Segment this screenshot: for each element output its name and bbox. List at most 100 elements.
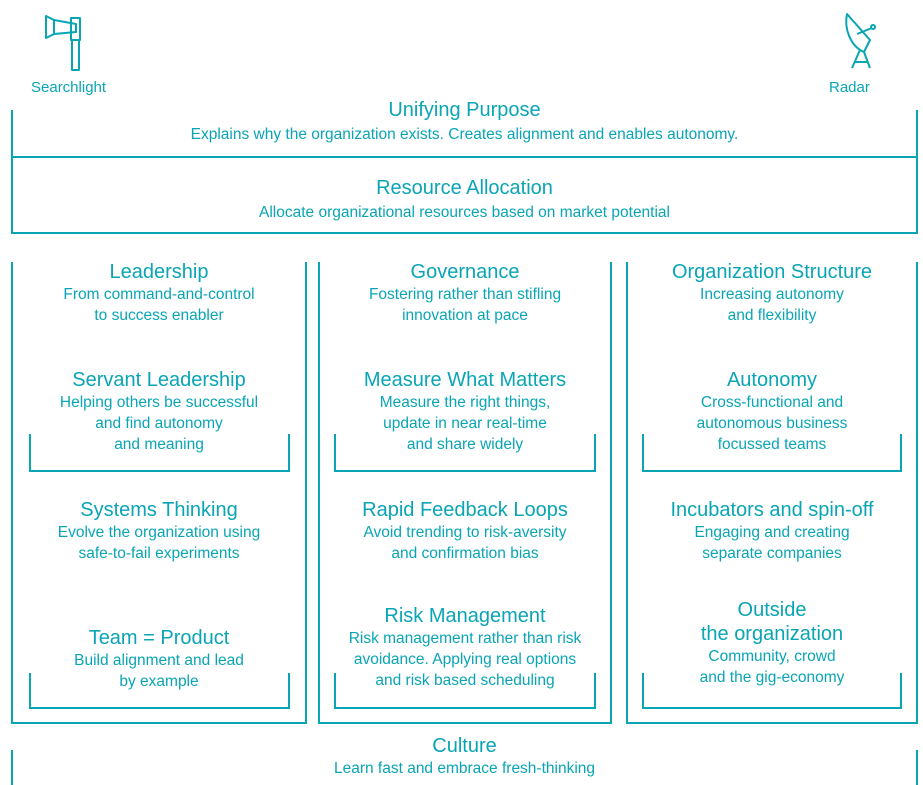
- item-desc-line: safe-to-fail experiments: [78, 545, 240, 562]
- bracket-right: [594, 673, 596, 709]
- col2-bottom-border: [318, 722, 612, 724]
- item-title: Risk Management: [384, 605, 546, 627]
- item-desc-line: From command-and-control: [63, 286, 255, 303]
- item-desc-line: Evolve the organization using: [57, 524, 261, 541]
- searchlight-icon: [42, 12, 86, 72]
- item-rapid-feedback-loops: Rapid Feedback Loops Avoid trending to r…: [320, 498, 610, 564]
- resource-allocation: Resource Allocation Allocate organizatio…: [12, 176, 917, 223]
- item-title: Governance: [410, 261, 520, 283]
- col3-left-border: [626, 262, 628, 724]
- item-desc-line: and the gig-economy: [699, 669, 845, 686]
- bracket-bottom: [642, 707, 902, 709]
- item-desc-line: update in near real-time: [383, 415, 547, 432]
- item-autonomy: Autonomy Cross-functional and autonomous…: [628, 368, 916, 455]
- bracket-left: [642, 673, 644, 709]
- item-desc-line: by example: [119, 673, 199, 690]
- item-title: Leadership: [109, 261, 209, 283]
- item-title: Incubators and spin-off: [670, 499, 874, 521]
- bracket-bottom: [29, 470, 290, 472]
- resource-left-border: [11, 156, 13, 234]
- item-measure-what-matters: Measure What Matters Measure the right t…: [320, 368, 610, 455]
- culture: Culture Learn fast and embrace fresh-thi…: [12, 734, 917, 779]
- item-risk-management: Risk Management Risk management rather t…: [320, 604, 610, 691]
- searchlight-label: Searchlight: [31, 79, 107, 96]
- item-title: Team = Product: [88, 627, 230, 649]
- item-desc-line: and risk based scheduling: [375, 672, 555, 689]
- resource-allocation-desc: Allocate organizational resources based …: [259, 204, 670, 221]
- culture-left-border: [11, 750, 13, 785]
- item-desc-line: Build alignment and lead: [74, 652, 244, 669]
- bracket-bottom: [29, 707, 290, 709]
- culture-desc: Learn fast and embrace fresh-thinking: [333, 760, 596, 777]
- bracket-left: [642, 434, 644, 472]
- item-desc-line: autonomous business: [696, 415, 848, 432]
- item-desc-line: Risk management rather than risk: [348, 630, 582, 647]
- item-title: Servant Leadership: [72, 369, 246, 391]
- item-desc-line: Helping others be successful: [59, 394, 259, 411]
- item-title: Organization Structure: [671, 261, 873, 283]
- bracket-right: [594, 434, 596, 472]
- item-governance: Governance Fostering rather than stiflin…: [320, 260, 610, 326]
- bracket-right: [288, 434, 290, 472]
- item-servant-leadership: Servant Leadership Helping others be suc…: [13, 368, 305, 455]
- item-desc-line: Increasing autonomy: [700, 286, 844, 303]
- item-title: Measure What Matters: [363, 369, 567, 391]
- purpose-left-border: [11, 110, 13, 157]
- unifying-purpose-desc: Explains why the organization exists. Cr…: [190, 126, 739, 143]
- bracket-bottom: [642, 470, 902, 472]
- item-title: Rapid Feedback Loops: [362, 499, 568, 521]
- item-desc-line: and share widely: [406, 436, 524, 453]
- item-team-product: Team = Product Build alignment and lead …: [13, 626, 305, 692]
- bracket-left: [29, 434, 31, 472]
- bracket-right: [900, 434, 902, 472]
- item-outside-organization: Outside the organization Community, crow…: [628, 598, 916, 688]
- col1-right-border: [305, 262, 307, 724]
- bracket-bottom: [334, 470, 596, 472]
- bracket-bottom: [334, 707, 596, 709]
- item-systems-thinking: Systems Thinking Evolve the organization…: [13, 498, 305, 564]
- resource-right-border: [916, 156, 918, 234]
- item-desc-line: separate companies: [702, 545, 842, 562]
- col1-left-border: [11, 262, 13, 724]
- item-title: Systems Thinking: [80, 499, 238, 521]
- bracket-left: [334, 434, 336, 472]
- item-desc-line: Measure the right things,: [379, 394, 551, 411]
- item-desc-line: and flexibility: [727, 307, 817, 324]
- col3-right-border: [916, 262, 918, 724]
- unifying-purpose: Unifying Purpose Explains why the organi…: [12, 98, 917, 145]
- item-desc-line: and meaning: [114, 436, 204, 453]
- item-desc-line: focussed teams: [717, 436, 827, 453]
- bracket-right: [288, 673, 290, 709]
- culture-right-border: [916, 750, 918, 785]
- item-desc-line: Cross-functional and: [700, 394, 844, 411]
- item-desc-line: Community, crowd: [708, 648, 836, 665]
- item-title-line2: the organization: [700, 623, 844, 645]
- item-title: Outside: [737, 599, 807, 621]
- item-incubators: Incubators and spin-off Engaging and cre…: [628, 498, 916, 564]
- resource-bottom-border: [11, 232, 918, 234]
- col2-left-border: [318, 262, 320, 724]
- item-desc-line: and find autonomy: [95, 415, 223, 432]
- col2-right-border: [610, 262, 612, 724]
- col1-bottom-border: [11, 722, 307, 724]
- bracket-right: [900, 673, 902, 709]
- item-organization-structure: Organization Structure Increasing autono…: [628, 260, 916, 326]
- resource-allocation-title: Resource Allocation: [376, 177, 553, 199]
- purpose-right-border: [916, 110, 918, 157]
- item-desc-line: Engaging and creating: [694, 524, 850, 541]
- radar-icon: [840, 12, 880, 70]
- purpose-bottom-border: [11, 156, 918, 158]
- bracket-left: [334, 673, 336, 709]
- item-leadership: Leadership From command-and-control to s…: [13, 260, 305, 326]
- unifying-purpose-title: Unifying Purpose: [388, 99, 541, 121]
- item-desc-line: avoidance. Applying real options: [353, 651, 577, 668]
- item-desc-line: innovation at pace: [402, 307, 528, 324]
- item-desc-line: and confirmation bias: [391, 545, 539, 562]
- item-title: Autonomy: [726, 369, 818, 391]
- item-desc-line: Avoid trending to risk-aversity: [363, 524, 567, 541]
- bracket-left: [29, 673, 31, 709]
- col3-bottom-border: [626, 722, 918, 724]
- item-desc-line: Fostering rather than stifling: [368, 286, 562, 303]
- radar-label: Radar: [829, 79, 870, 96]
- item-desc-line: to success enabler: [94, 307, 224, 324]
